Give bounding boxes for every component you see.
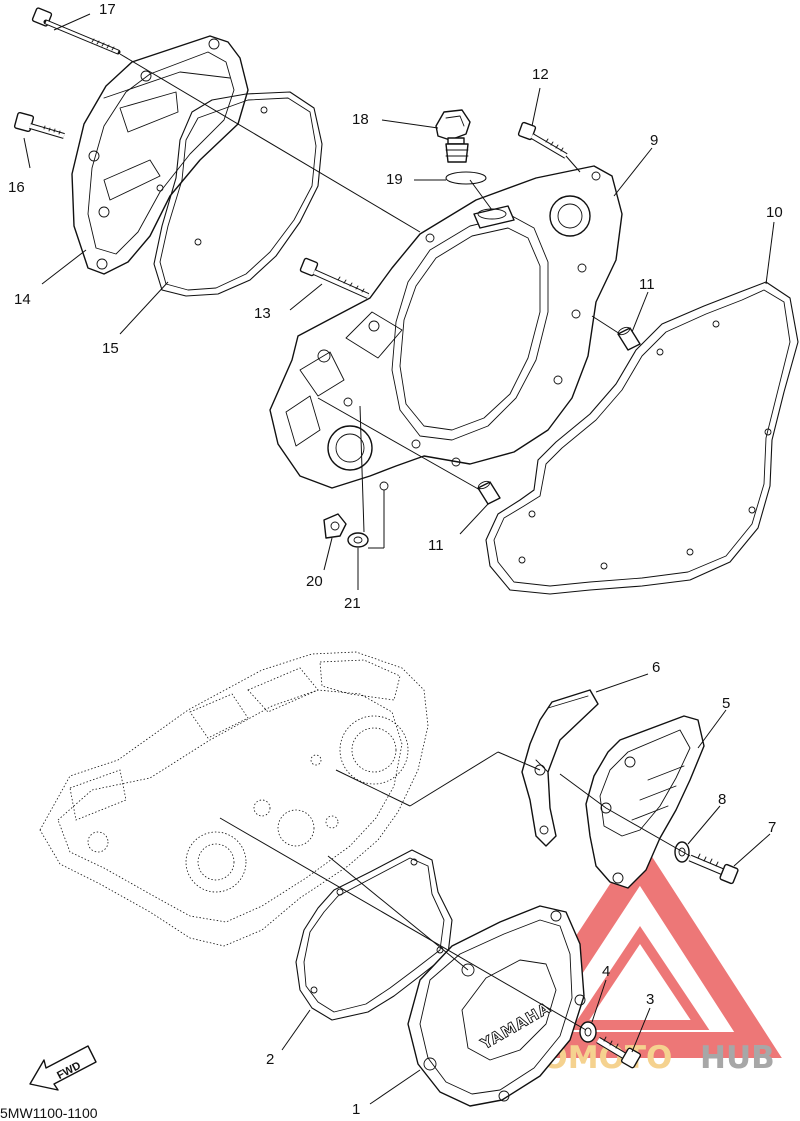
callout-19: 19 [386,171,403,188]
part-7-bolt [688,853,739,885]
part-2-gasket [295,849,453,1021]
callout-10: 10 [766,204,783,221]
part-16-bolt [13,111,65,139]
part-21-washer [347,532,369,548]
callout-18: 18 [352,111,369,128]
part-11-dowel-pin-upper [617,326,641,351]
part-19-o-ring [445,171,487,185]
callout-12: 12 [532,66,549,83]
callout-15: 15 [102,340,119,357]
watermark-brand-part2: HUB [700,1040,775,1076]
callout-17: 17 [99,1,116,18]
part-6-bracket [521,689,599,847]
part-1-magneto-cover: YAMAHA [407,905,586,1107]
part-15-gasket [153,91,323,297]
callout-21: 21 [344,595,361,612]
part-3-bolt [596,1036,642,1069]
callout-16: 16 [8,179,25,196]
part-18-filler-plug [435,109,471,163]
part-17-long-bolt [31,7,121,55]
callout-6: 6 [652,659,660,676]
assembly-axis-lines [119,53,691,1031]
part-9-crankcase-cover [269,165,623,491]
part-20-bolt [323,513,347,539]
callout-numbers: 17 16 14 15 18 19 12 9 10 11 13 11 20 21… [8,1,783,1118]
callout-5: 5 [722,695,730,712]
part-4-washer [579,1021,597,1043]
callout-4: 4 [602,963,610,980]
callout-11-lower: 11 [428,537,444,554]
part-11-dowel-pin-lower [477,480,501,505]
callout-3: 3 [646,991,654,1008]
callout-7: 7 [768,819,776,836]
callout-9: 9 [650,132,658,149]
callout-leaders [23,13,775,1105]
crankcase-context [39,651,429,947]
part-13-bolt [299,257,370,299]
callout-2: 2 [266,1051,274,1068]
callout-11-upper: 11 [639,276,655,293]
callout-14: 14 [14,291,31,308]
fwd-arrow: FWD [29,1045,97,1091]
callout-1: 1 [352,1101,360,1118]
callout-13: 13 [254,305,271,322]
callout-20: 20 [306,573,323,590]
part-5-guard [585,715,705,889]
figure-code: 5MW1100-1100 [0,1105,98,1121]
part-14-clutch-cover [71,35,249,275]
part-10-gasket [485,281,799,595]
callout-8: 8 [718,791,726,808]
watermark-triangle-inner [570,925,710,1030]
part-12-bolt [517,121,568,159]
